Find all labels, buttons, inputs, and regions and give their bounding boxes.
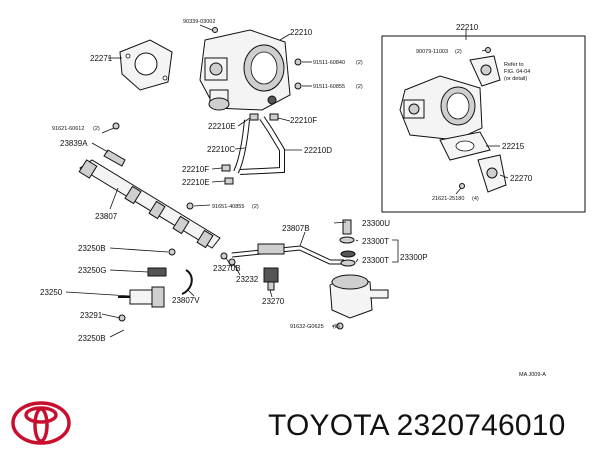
inset-label-21621-qty: (4) xyxy=(472,196,479,202)
label-23270: 23270 xyxy=(262,297,285,306)
inset-label-refer-1: Refer to xyxy=(504,62,524,68)
label-23807B: 23807B xyxy=(282,224,310,233)
inset-label-22210: 22210 xyxy=(456,23,479,32)
brand-and-part-number: TOYOTA 2320746010 xyxy=(268,409,566,443)
label-23807V: 23807V xyxy=(172,296,200,305)
gasket-23270B xyxy=(220,252,228,260)
leader-lines xyxy=(65,24,509,338)
label-23300T-1: 23300T xyxy=(362,237,389,246)
label-91511b: 91511-60855 xyxy=(313,84,345,90)
label-91632: 91632-G0625 xyxy=(290,324,324,330)
inset-label-refer-3: (or detail) xyxy=(504,76,527,82)
label-23291: 23291 xyxy=(80,311,103,320)
inset-idle-valve xyxy=(469,55,501,87)
inset-label-22215: 22215 xyxy=(502,142,525,151)
label-23300U: 23300U xyxy=(362,219,390,228)
label-23300T-2: 23300T xyxy=(362,256,389,265)
damper-23270 xyxy=(263,267,279,291)
label-91511b-qty: (2) xyxy=(356,84,363,90)
label-22210F-top: 22210F xyxy=(290,116,317,125)
inset-label-21621: 21621-25180 xyxy=(432,196,464,202)
label-22210E-b: 22210E xyxy=(182,178,210,187)
label-91651: 91651-40855 xyxy=(212,204,244,210)
gasket-22271 xyxy=(119,39,173,91)
injector-23250 xyxy=(118,286,165,308)
clip-22210E xyxy=(249,113,259,121)
o-ring-23250G xyxy=(147,267,167,277)
label-91632-qty: (2) xyxy=(333,324,340,330)
brand-name: TOYOTA xyxy=(268,409,389,442)
label-22210: 22210 xyxy=(290,28,313,37)
inset-gasket-22215 xyxy=(439,131,491,161)
label-23250B-bot: 23250B xyxy=(78,334,106,343)
inset-screw-21621 xyxy=(459,183,465,189)
label-91651-qty: (2) xyxy=(252,204,259,210)
label-22210D: 22210D xyxy=(304,146,332,155)
label-23250: 23250 xyxy=(40,288,63,297)
inset-label-refer-2: FIG. 04-04 xyxy=(504,69,530,75)
label-90339: 90339-03002 xyxy=(183,19,215,25)
label-22271: 22271 xyxy=(90,54,113,63)
diagram-code: MA J009-A xyxy=(519,372,546,378)
label-23250B-top: 23250B xyxy=(78,244,106,253)
label-23807: 23807 xyxy=(95,212,118,221)
screw-91511-60840 xyxy=(294,58,302,66)
label-91511a-qty: (2) xyxy=(356,60,363,66)
seal-23250B-top xyxy=(168,248,176,256)
inset-screw-90079 xyxy=(485,47,491,53)
label-91621-qty: (2) xyxy=(93,126,100,132)
inset-label-22270: 22270 xyxy=(510,174,533,183)
label-23232: 23232 xyxy=(236,275,259,284)
fuel-rail-23807 xyxy=(78,159,221,249)
clip-22210F xyxy=(269,113,279,121)
label-91621: 91621-60612 xyxy=(52,126,84,132)
bracket-23300 xyxy=(392,239,399,263)
inset-label-90079-qty: (2) xyxy=(455,49,462,55)
screw-91651 xyxy=(186,202,194,210)
label-23300P: 23300P xyxy=(400,253,428,262)
part-number: 2320746010 xyxy=(396,409,566,442)
throttle-body-22210 xyxy=(199,29,291,111)
toyota-logo-icon xyxy=(11,401,71,445)
connector-23839A xyxy=(103,149,126,167)
inset-throttle-body xyxy=(399,75,483,141)
label-23839A: 23839A xyxy=(60,139,88,148)
inset-sensor-22270 xyxy=(477,154,507,193)
insulator-23807V xyxy=(181,269,193,295)
label-91511a: 91511-60840 xyxy=(313,60,345,66)
inset-label-90079: 90079-11003 xyxy=(416,49,448,55)
inset-frame xyxy=(381,35,586,213)
label-23270B: 23270B xyxy=(213,264,241,273)
label-23250G: 23250G xyxy=(78,266,106,275)
screw-90339 xyxy=(212,27,218,33)
label-22210E-top: 22210E xyxy=(208,122,236,131)
label-22210C: 22210C xyxy=(207,145,235,154)
pressure-regulator-23300 xyxy=(329,219,389,319)
screw-91511-60855 xyxy=(294,82,302,90)
label-22210F-b: 22210F xyxy=(182,165,209,174)
